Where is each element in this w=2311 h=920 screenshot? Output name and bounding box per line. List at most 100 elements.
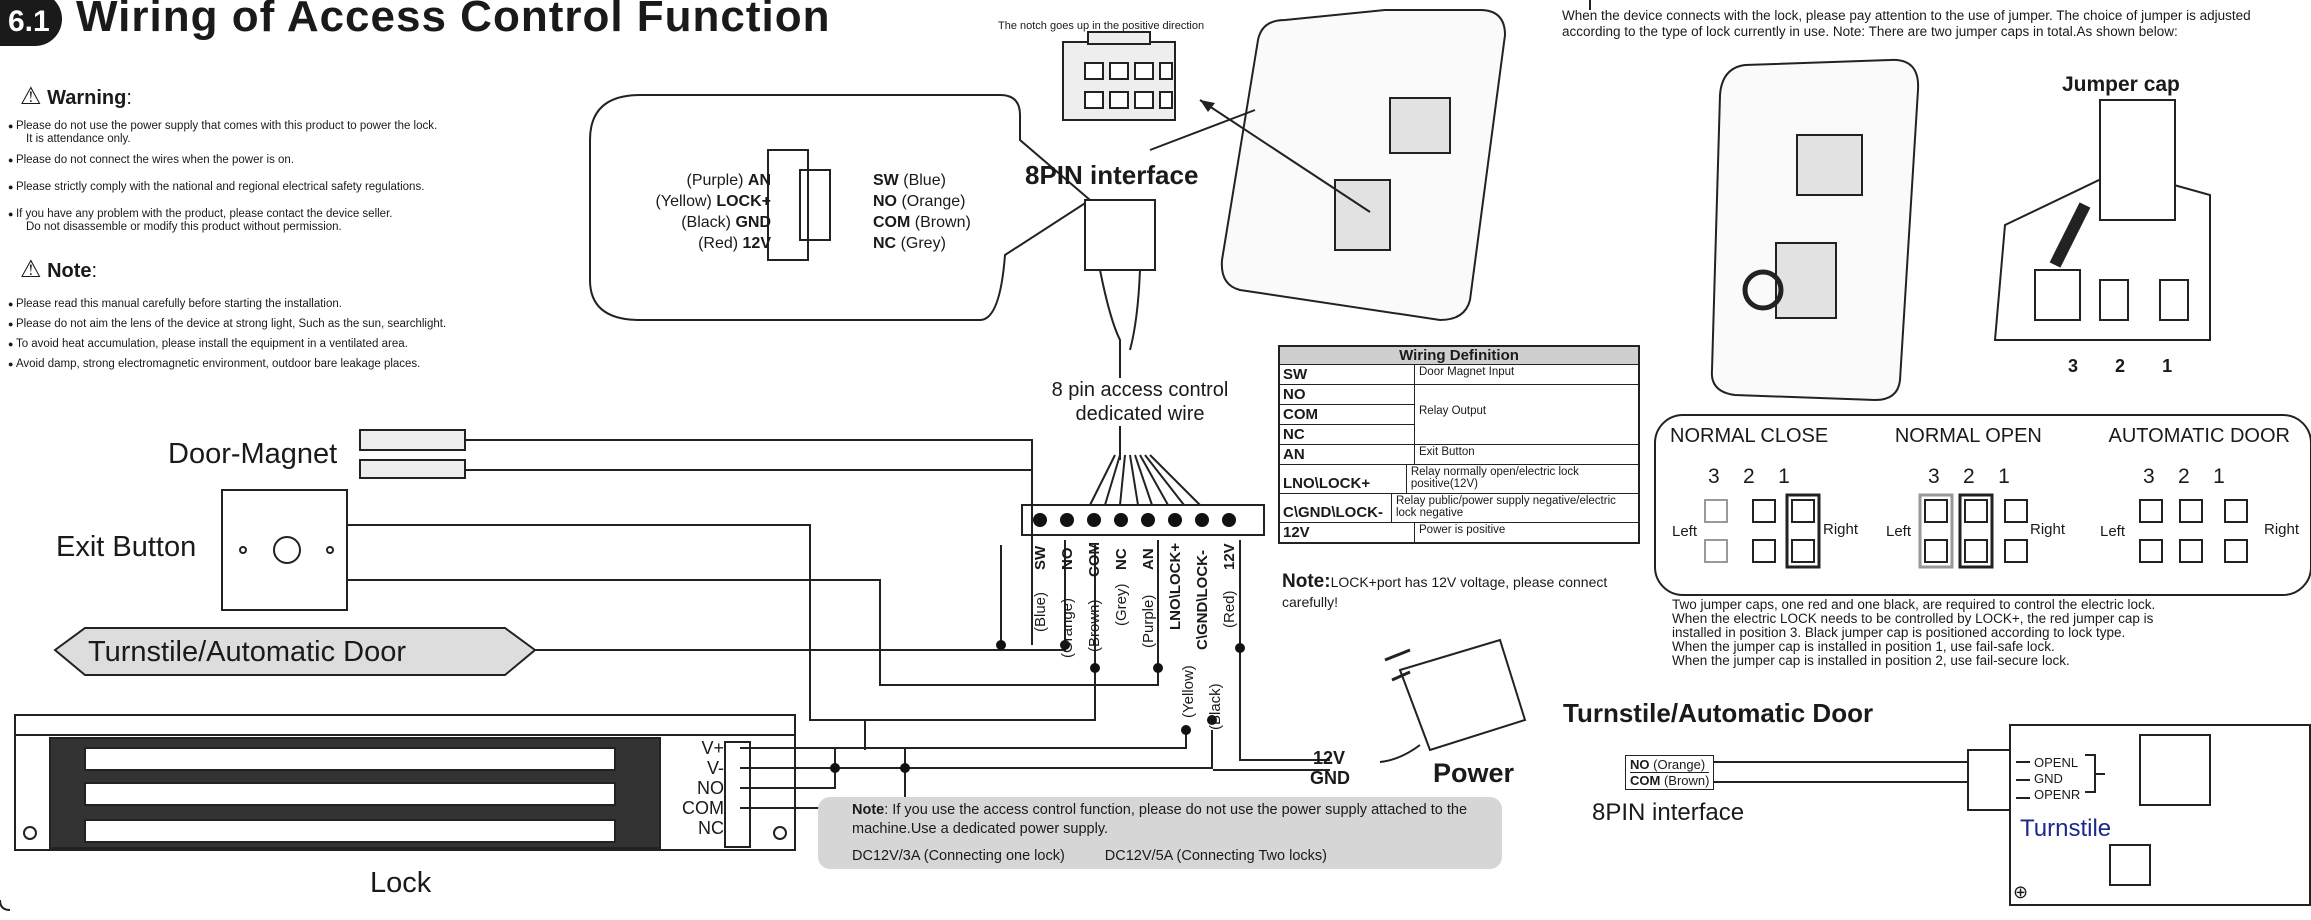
terminal-label-12v: 12V xyxy=(1221,543,1238,570)
wiring-row: LNO\LOCK+Relay normally open/electric lo… xyxy=(1280,465,1638,494)
jumper-position-numbers: 3 2 1 xyxy=(2143,465,2225,488)
wire-caption: 8 pin access control dedicated wire xyxy=(1035,378,1245,426)
jumper-left-label: Left xyxy=(1672,523,1698,540)
zoom-right-row: SW (Blue) xyxy=(873,172,946,189)
table-note: Note:LOCK+port has 12V voltage, please c… xyxy=(1282,572,1642,612)
power-label: Power xyxy=(1433,758,1515,788)
terminal-label-nc: NC xyxy=(1113,548,1130,570)
mode-automatic-door: AUTOMATIC DOOR xyxy=(2108,425,2290,447)
note-item: To avoid heat accumulation, please insta… xyxy=(8,338,598,350)
table-note-head: Note: xyxy=(1282,571,1331,592)
notch-caption: The notch goes up in the positive direct… xyxy=(998,20,1205,32)
turnstile-pin-label: 8PIN interface xyxy=(1592,799,1745,826)
lock-label: Lock xyxy=(370,867,432,899)
terminal-label-lock-plus: LNO\LOCK+ xyxy=(1167,542,1184,630)
bottom-note-box xyxy=(818,797,1502,869)
terminal-color-yellow: (Yellow) xyxy=(1180,665,1197,718)
jumper-desc-line: When the jumper cap is installed in posi… xyxy=(1672,639,2055,654)
door-magnet-label: Door-Magnet xyxy=(168,438,338,470)
terminal-color-brown: (Brown) xyxy=(1086,599,1103,652)
warning-item: Please do not use the power supply that … xyxy=(8,120,598,132)
zoom-left-row: (Black) GND xyxy=(681,214,771,231)
warning-list: Please do not use the power supply that … xyxy=(8,120,598,235)
warning-item: It is attendance only. xyxy=(26,133,131,145)
jumper-desc-line: installed in position 3. Black jumper ca… xyxy=(1672,625,2126,640)
jumper-desc-line: When the jumper cap is installed in posi… xyxy=(1672,653,2070,668)
device-back xyxy=(1710,58,1920,402)
spec-two-locks: DC12V/5A (Connecting Two locks) xyxy=(1104,848,1327,864)
terminal-color-purple: (Purple) xyxy=(1140,594,1157,648)
door-magnet-block xyxy=(359,429,466,451)
wire-caption-line: dedicated wire xyxy=(1075,403,1205,425)
warning-item: If you have any problem with the product… xyxy=(8,208,598,220)
terminal-label-lock-minus: C\GND\LOCK- xyxy=(1194,550,1211,650)
warning-triangle-icon: ⚠ xyxy=(20,83,42,110)
bottom-note-text: : If you use the access control function… xyxy=(852,802,1468,837)
jumper-left-label: Left xyxy=(2100,523,2126,540)
page-title: Wiring of Access Control Function xyxy=(76,0,831,41)
table-note-text: LOCK+port has 12V voltage, please connec… xyxy=(1282,574,1608,610)
jumper-desc-line: When the electric LOCK needs to be contr… xyxy=(1672,611,2154,626)
note-item: Please read this manual carefully before… xyxy=(8,298,598,310)
wiring-row-group: NO COM NC Relay Output xyxy=(1280,385,1638,444)
zoom-right-row: NO (Orange) xyxy=(873,193,966,210)
bottom-note: Note: If you use the access control func… xyxy=(852,801,1492,866)
power-gnd: GND xyxy=(1310,768,1350,788)
jumper-position-numbers: 3 2 1 xyxy=(1708,465,1790,488)
terminal-color-blue: (Blue) xyxy=(1032,591,1049,632)
note-triangle-icon: ⚠ xyxy=(20,256,42,283)
lock-terminal: NO xyxy=(697,778,724,798)
zoom-left-row: (Yellow) LOCK+ xyxy=(655,193,771,210)
mode-normal-close: NORMAL CLOSE xyxy=(1670,425,1829,447)
note-item: Avoid damp, strong electromagnetic envir… xyxy=(8,358,598,370)
mode-normal-open: NORMAL OPEN xyxy=(1894,425,2042,447)
ground-icon: ⊕ xyxy=(2013,882,2029,902)
turnstile-board-label: Turnstile xyxy=(2020,815,2112,842)
warning-item: Do not disassemble or modify this produc… xyxy=(26,221,342,234)
power-12v: 12V xyxy=(1313,748,1346,768)
warning-item: Please do not connect the wires when the… xyxy=(8,154,598,166)
turnstile-label: Turnstile/Automatic Door xyxy=(88,636,407,668)
zoom-left-row: (Purple) AN xyxy=(686,172,771,189)
power-adapter xyxy=(1398,638,1527,752)
terminal-color-black: (Black) xyxy=(1207,683,1224,730)
jumper-description: Two jumper caps, one red and one black, … xyxy=(1672,598,2311,668)
jumper-right-label: Right xyxy=(2264,521,2300,538)
warning-title: Warning xyxy=(47,87,127,109)
turnstile-section-title: Turnstile/Automatic Door xyxy=(1563,698,1874,728)
lock-terminals: V+ V- NO COM NC xyxy=(648,738,724,838)
lock-terminal: COM xyxy=(682,798,724,818)
turnstile-pins: OPENL GND OPENR xyxy=(2034,755,2081,802)
terminal-color-grey: (Grey) xyxy=(1113,583,1130,627)
section-badge: 6.1 xyxy=(0,0,62,46)
terminal-dots xyxy=(830,513,1245,773)
zoom-left-labels: (Purple) AN (Yellow) LOCK+ (Black) GND (… xyxy=(596,170,771,254)
bottom-note-head: Note xyxy=(852,802,885,818)
terminal-color-orange: (Orange) xyxy=(1059,597,1076,658)
jumper-left-label: Left xyxy=(1886,523,1912,540)
wiring-row: C\GND\LOCK-Relay public/power supply neg… xyxy=(1280,494,1638,523)
turnstile-wire-labels: NO (Orange) COM (Brown) xyxy=(1625,755,1715,790)
jumper-intro: When the device connects with the lock, … xyxy=(1562,8,2251,39)
exit-button-label: Exit Button xyxy=(56,531,197,563)
jumper-right-label: Right xyxy=(1823,521,1859,538)
lock-terminal: V- xyxy=(706,758,724,778)
zoom-right-row: NC (Grey) xyxy=(873,235,946,252)
zoom-left-row: (Red) 12V xyxy=(698,235,771,252)
lock-terminal: V+ xyxy=(701,738,724,758)
jumper-board-positions: 3 2 1 xyxy=(2068,356,2173,376)
jumper-desc-line: Two jumper caps, one red and one black, … xyxy=(1672,597,2156,612)
jumper-position-numbers: 3 2 1 xyxy=(1928,465,2010,488)
jumper-modes: NORMAL CLOSE NORMAL OPEN AUTOMATIC DOOR xyxy=(1670,425,2310,448)
pin-interface-label: 8PIN interface xyxy=(1025,160,1199,190)
zoom-right-row: COM (Brown) xyxy=(873,214,971,231)
warning-heading: ⚠ Warning: xyxy=(20,83,132,110)
jumper-cap-title: Jumper cap xyxy=(2062,73,2180,96)
section-number: 6.1 xyxy=(8,5,50,38)
terminal-label-sw: SW xyxy=(1032,545,1049,570)
terminal-label-no: NO xyxy=(1059,547,1076,571)
note-list: Please read this manual carefully before… xyxy=(8,298,598,370)
